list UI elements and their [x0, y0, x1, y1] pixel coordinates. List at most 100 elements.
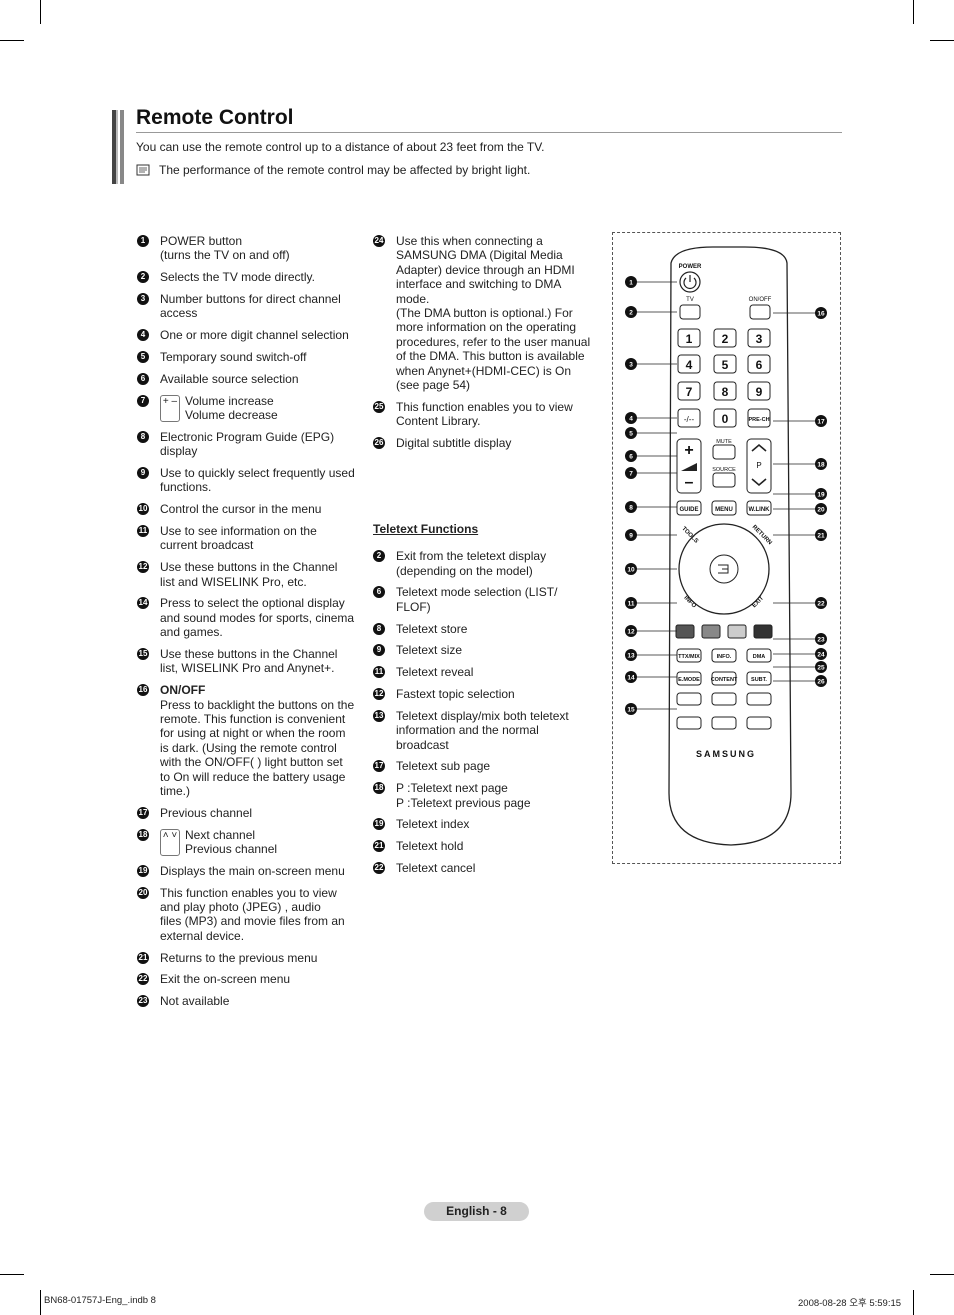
- play-button[interactable]: [711, 692, 737, 706]
- stop-button[interactable]: [746, 692, 772, 706]
- note-icon: [136, 164, 150, 176]
- tv-button[interactable]: [679, 304, 701, 320]
- dma-button[interactable]: [746, 648, 772, 663]
- section-marker-bar: [112, 110, 124, 184]
- callout-badge: [625, 501, 637, 513]
- callout-badge: [815, 648, 827, 660]
- rewind-button[interactable]: [676, 692, 702, 706]
- channel-rocker[interactable]: [746, 438, 772, 494]
- enter-button[interactable]: [709, 554, 739, 584]
- subt-button[interactable]: [746, 671, 772, 686]
- callout-badge: [625, 597, 637, 609]
- item-number-badge: 8: [137, 430, 149, 443]
- color-button[interactable]: [701, 624, 721, 639]
- callout-number: 26: [817, 679, 825, 686]
- callout-number: 3: [629, 362, 633, 369]
- item-line: Fastext topic selection: [396, 687, 515, 702]
- item-number-badge: 10: [137, 503, 149, 516]
- digit-button[interactable]: [713, 354, 737, 374]
- note: The performance of the remote control ma…: [136, 163, 530, 177]
- navigation-ring[interactable]: [678, 523, 770, 615]
- color-button[interactable]: [727, 624, 747, 639]
- item-line: time.): [160, 784, 190, 799]
- digit-label: 5: [722, 358, 729, 372]
- wlink-button[interactable]: [746, 500, 772, 516]
- callout-number: 1: [629, 280, 633, 287]
- power-button[interactable]: [679, 271, 701, 293]
- samsung-logo: SAMSUNG: [696, 749, 756, 759]
- page-number: English - 8: [424, 1202, 529, 1221]
- color-button[interactable]: [753, 624, 773, 639]
- digit-label: 9: [756, 385, 763, 399]
- digit-button[interactable]: [713, 381, 737, 401]
- fast-forward-button[interactable]: [746, 716, 772, 730]
- callout-badge: [815, 458, 827, 470]
- item-line: POWER button: [160, 234, 243, 248]
- callout-badge: [815, 307, 827, 319]
- pause-button[interactable]: [711, 716, 737, 730]
- digit-button[interactable]: [713, 328, 737, 348]
- volume-rocker[interactable]: [676, 438, 702, 494]
- item-number-badge: 21: [137, 951, 149, 964]
- content-button[interactable]: [711, 671, 737, 686]
- source-button[interactable]: [712, 472, 736, 488]
- item-line: This function enables you to view: [160, 885, 337, 900]
- digit-button[interactable]: [747, 381, 771, 401]
- item-line: and play photo (JPEG) , audio: [160, 900, 321, 915]
- channel-down-icon: [751, 478, 767, 487]
- callout-badge: [625, 563, 637, 575]
- item-line: Press to backlight the buttons on the: [160, 697, 355, 712]
- prech-button[interactable]: [747, 408, 771, 428]
- channel-rocker-icon: ˄ ˅: [160, 828, 180, 856]
- crop-mark: [40, 0, 41, 24]
- guide-button[interactable]: [676, 500, 702, 516]
- item-number-badge: 20: [137, 886, 149, 899]
- color-button[interactable]: [675, 624, 695, 639]
- digit-label: 7: [686, 385, 693, 399]
- item-line: Control the cursor in the menu: [160, 502, 322, 517]
- item-line: with the ON/OFF( ) light button set: [160, 755, 343, 770]
- item-line: information and the normal: [396, 723, 539, 738]
- record-button[interactable]: [676, 716, 702, 730]
- onoff-button[interactable]: [749, 304, 771, 320]
- callout-badge: [625, 427, 637, 439]
- item-line: (depending on the model): [396, 563, 533, 578]
- item-number-badge: 2: [373, 550, 385, 563]
- digit-button[interactable]: [747, 354, 771, 374]
- item-line: (turns the TV on and off): [160, 248, 290, 263]
- callout-number: 4: [629, 416, 633, 423]
- item-line: procedures, refer to the user manual: [396, 334, 591, 349]
- item-number-badge: 21: [373, 840, 385, 853]
- info2-button[interactable]: [711, 648, 737, 663]
- callout-badge: [815, 675, 827, 687]
- item-line: Content Library.: [396, 414, 481, 429]
- item-line: Teletext hold: [396, 839, 464, 854]
- item-line: Teletext size: [396, 643, 463, 658]
- digit-button[interactable]: [713, 408, 737, 428]
- digit-label: 1: [686, 332, 693, 346]
- digit-button[interactable]: [677, 381, 701, 401]
- emode-button[interactable]: [676, 671, 702, 686]
- digit-button[interactable]: [677, 328, 701, 348]
- digit-label: 2: [722, 332, 729, 346]
- item-line: ON/OFF: [160, 683, 206, 698]
- callout-badge: [815, 503, 827, 515]
- mute-button[interactable]: [712, 444, 736, 460]
- digit-button[interactable]: [677, 354, 701, 374]
- item-number-badge: 19: [373, 818, 385, 831]
- digit-button[interactable]: [747, 328, 771, 348]
- item-number-badge: 15: [137, 648, 149, 661]
- callout-number: 23: [817, 637, 825, 644]
- item-line: Previous channel: [185, 842, 278, 857]
- menu-button[interactable]: [711, 500, 737, 516]
- ttx-button[interactable]: [676, 648, 702, 663]
- dash-button[interactable]: [677, 408, 701, 428]
